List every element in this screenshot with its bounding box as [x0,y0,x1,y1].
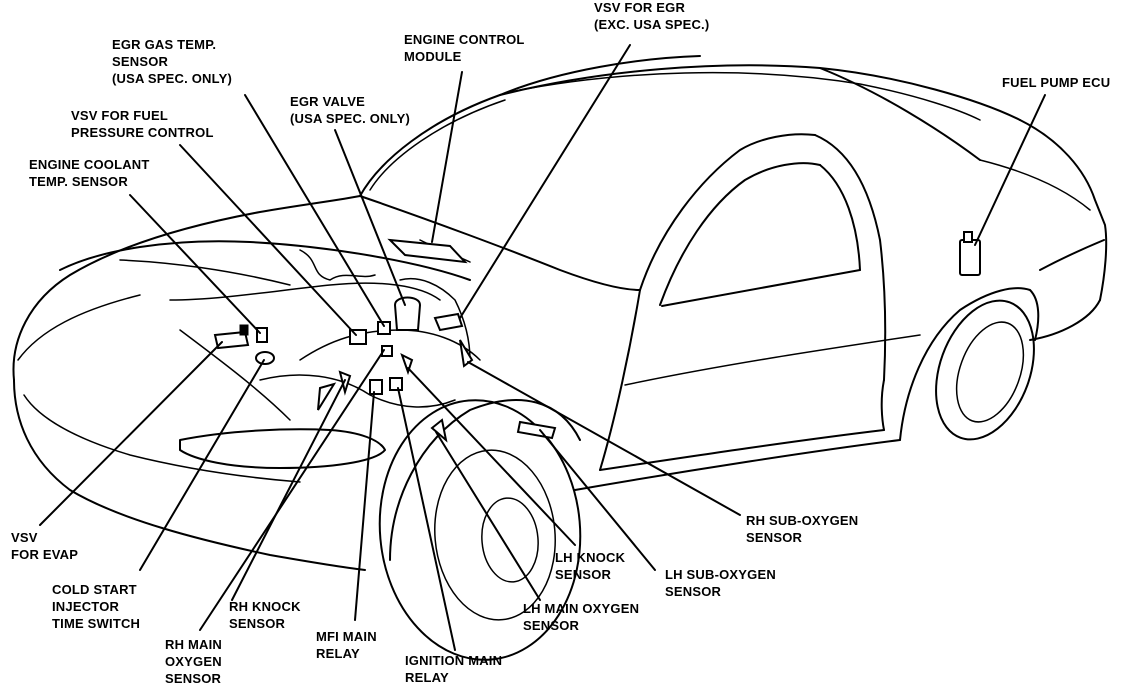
label-line: SENSOR [665,584,722,599]
label-line: OXYGEN [165,654,222,669]
label-line: SENSOR [555,567,612,582]
label-rh-main-oxygen-sensor: RH MAIN OXYGEN SENSOR [165,636,222,687]
label-line: LH KNOCK [555,550,626,565]
label-lh-knock-sensor: LH KNOCK SENSOR [555,549,625,583]
label-line: INJECTOR [52,599,120,614]
label-line: IGNITION MAIN [405,653,503,668]
label-line: COLD START [52,582,137,597]
components [213,231,981,443]
label-engine-control-module: ENGINE CONTROL MODULE [404,31,525,65]
label-line: ENGINE COOLANT [29,157,150,172]
label-line: SENSOR [746,530,803,545]
label-line: SENSOR [229,616,286,631]
label-line: SENSOR [112,54,169,69]
label-rh-sub-oxygen-sensor: RH SUB-OXYGEN SENSOR [746,512,858,546]
label-line: VSV [11,530,38,545]
label-line: TIME SWITCH [52,616,141,631]
label-line: FUEL PUMP ECU [1002,75,1111,90]
label-lh-main-oxygen-sensor: LH MAIN OXYGEN SENSOR [523,600,639,634]
label-rh-knock-sensor: RH KNOCK SENSOR [229,598,301,632]
label-egr-valve: EGR VALVE (USA SPEC. ONLY) [290,93,410,127]
label-cold-start-injector-time-switch: COLD START INJECTOR TIME SWITCH [52,581,140,632]
label-line: TEMP. SENSOR [29,174,128,189]
label-egr-gas-temp-sensor: EGR GAS TEMP. SENSOR (USA SPEC. ONLY) [112,36,232,87]
label-mfi-main-relay: MFI MAIN RELAY [316,628,377,662]
label-line: SENSOR [165,671,222,686]
label-ignition-main-relay: IGNITION MAIN RELAY [405,652,502,686]
label-line: (EXC. USA SPEC.) [594,17,710,32]
label-lh-sub-oxygen-sensor: LH SUB-OXYGEN SENSOR [665,566,776,600]
label-line: VSV FOR FUEL [71,108,169,123]
label-fuel-pump-ecu: FUEL PUMP ECU [1002,74,1110,91]
label-line: RELAY [405,670,449,685]
label-line: PRESSURE CONTROL [71,125,214,140]
label-vsv-fuel-pressure-control: VSV FOR FUEL PRESSURE CONTROL [71,107,214,141]
car-body [12,55,1108,661]
label-line: MODULE [404,49,462,64]
label-line: RH KNOCK [229,599,301,614]
label-line: LH MAIN OXYGEN [523,601,640,616]
label-vsv-for-egr: VSV FOR EGR (EXC. USA SPEC.) [594,0,709,33]
label-engine-coolant-temp-sensor: ENGINE COOLANT TEMP. SENSOR [29,156,150,190]
label-line: (USA SPEC. ONLY) [112,71,232,86]
leader-lines [39,44,1046,651]
label-vsv-for-evap: VSV FOR EVAP [11,529,78,563]
label-line: LH SUB-OXYGEN [665,567,776,582]
label-line: VSV FOR EGR [594,0,686,15]
label-line: EGR GAS TEMP. [112,37,217,52]
label-line: EGR VALVE [290,94,365,109]
label-line: (USA SPEC. ONLY) [290,111,410,126]
label-line: RELAY [316,646,360,661]
label-line: RH SUB-OXYGEN [746,513,859,528]
label-line: SENSOR [523,618,580,633]
label-line: ENGINE CONTROL [404,32,525,47]
label-line: RH MAIN [165,637,223,652]
label-line: MFI MAIN [316,629,377,644]
label-line: FOR EVAP [11,547,79,562]
